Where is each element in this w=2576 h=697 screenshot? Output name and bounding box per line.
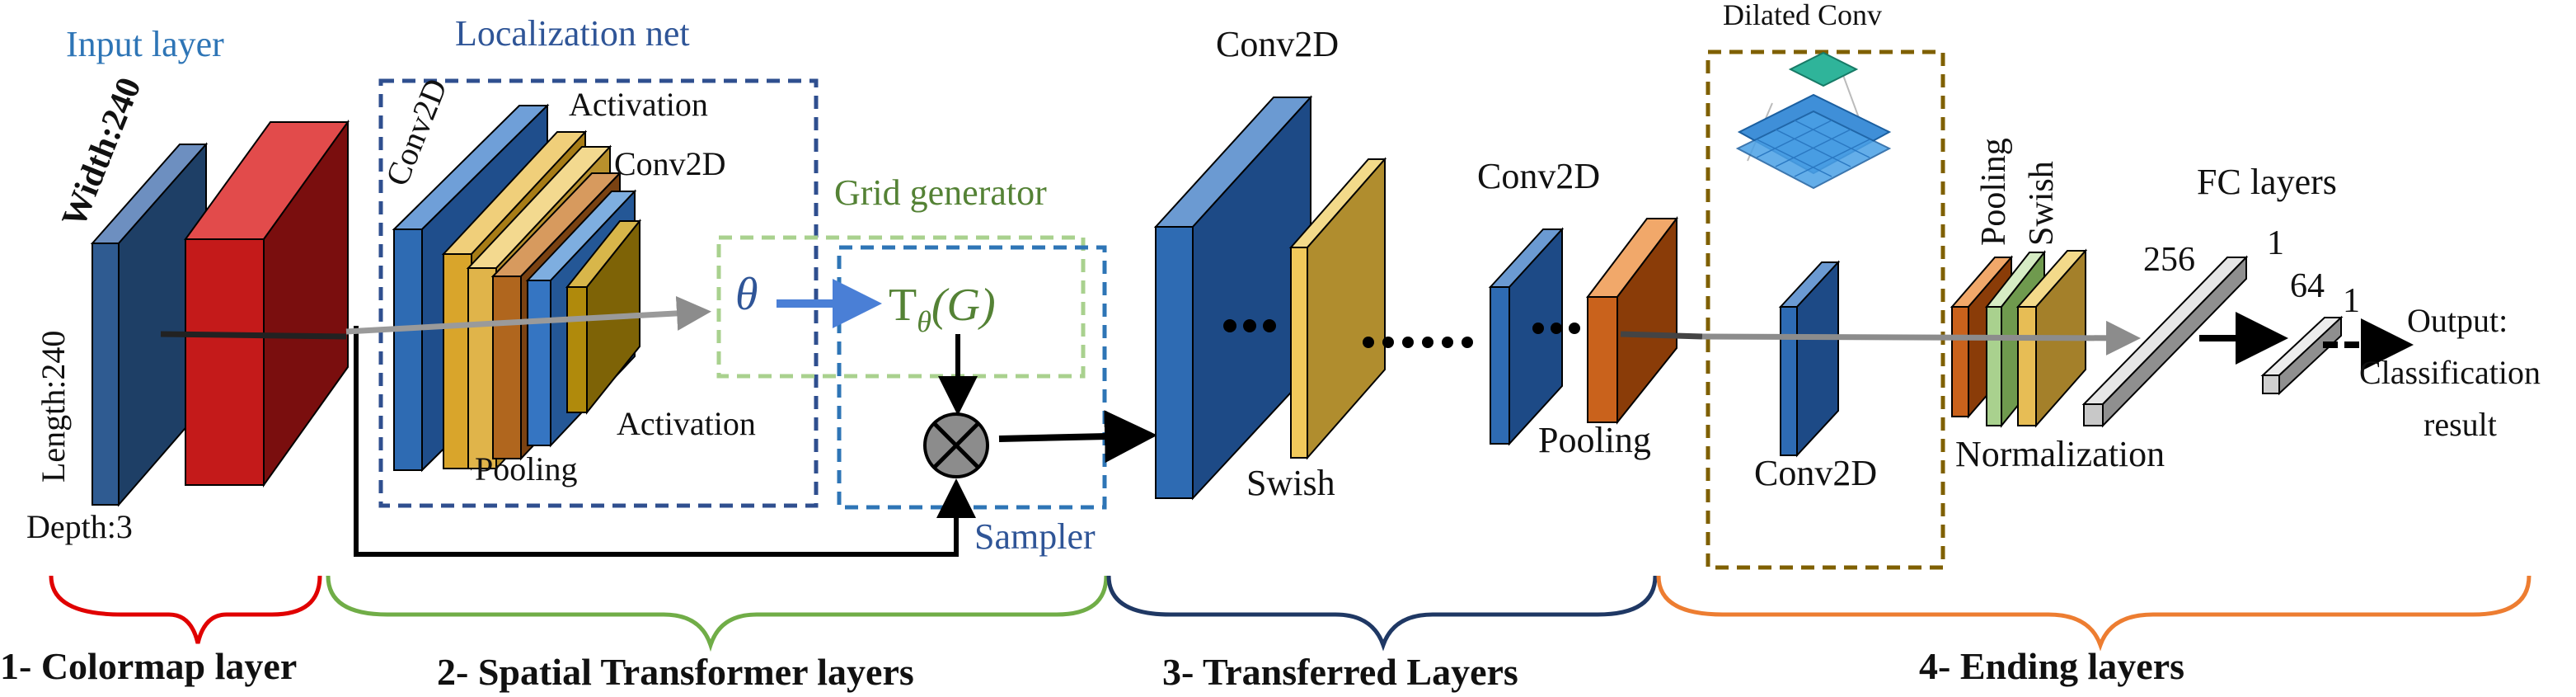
output-line-2: Classification: [2359, 354, 2541, 391]
transferred-conv2d-a-label: Conv2D: [1216, 24, 1339, 64]
stage-3-brace: [1106, 575, 1658, 652]
loc-activation-a-label: Activation: [569, 86, 708, 123]
localization-net-title: Localization net: [455, 13, 690, 54]
input-block-blue: [90, 142, 209, 507]
stage-2-label: 2- Spatial Transformer layers: [437, 651, 914, 693]
ellipsis-dots-2: [1363, 337, 1473, 348]
stage-1-label: 1- Colormap layer: [0, 645, 297, 687]
fc-1b-label: 1: [2343, 282, 2360, 320]
localization-net-box: [378, 78, 819, 508]
transferred-pooling-label: Pooling: [1538, 420, 1651, 460]
stage-2-brace: [326, 575, 1109, 652]
fc-layer-64: [2260, 315, 2344, 396]
ending-pooling-label: Pooling: [1975, 138, 2013, 246]
output-line-1: Output:: [2407, 302, 2508, 339]
sampler-output-arrow: [998, 410, 1157, 464]
loc-conv2d-b-label: Conv2D: [614, 145, 726, 182]
transform-arg: (G): [931, 280, 996, 331]
fc-1a-label: 1: [2267, 224, 2284, 262]
ending-swish-label: Swish: [2023, 161, 2061, 246]
dilated-conv-icon: [1735, 51, 1892, 190]
stage-3-label: 3- Transferred Layers: [1162, 651, 1518, 693]
ending-normalization-label: Normalization: [1955, 434, 2165, 474]
ellipsis-dots-3: [1532, 323, 1580, 334]
grid-generator-title: Grid generator: [834, 172, 1047, 213]
ending-flow-arrow: [1701, 320, 2141, 356]
ellipsis-dots-1: [1223, 319, 1276, 332]
stage-4-label: 4- Ending layers: [1919, 645, 2184, 687]
transferred-conv2d-b-label: Conv2D: [1477, 156, 1600, 196]
output-line-3: result: [2424, 406, 2497, 443]
sampler-label: Sampler: [974, 516, 1096, 557]
dilated-conv2d-block: [1778, 260, 1841, 458]
fc-layer-256: [2081, 255, 2249, 428]
loc-conv2d-a-label: Conv2D: [378, 73, 455, 191]
transferred-swish-label: Swish: [1246, 463, 1335, 503]
transferred-block-blue-2: [1488, 227, 1565, 446]
fc-256-label: 256: [2143, 241, 2195, 279]
transferred-block-blue: [1153, 95, 1313, 501]
dilated-conv2d-label: Conv2D: [1754, 453, 1877, 493]
sampler-multiply-icon: [923, 412, 989, 478]
loc-activation-b-label: Activation: [617, 405, 756, 442]
input-layer-title: Input layer: [66, 24, 224, 64]
transferred-block-gold: [1288, 157, 1387, 460]
input-to-grid-arrow: [345, 295, 711, 335]
transform-sub: θ: [917, 305, 931, 338]
transferred-block-orange: [1585, 216, 1679, 425]
fc-layers-title: FC layers: [2197, 162, 2337, 202]
dilated-conv-box: [1706, 49, 1945, 570]
theta-symbol: θ: [735, 269, 758, 320]
input-flow-line: [160, 331, 347, 340]
stage-4-brace: [1656, 575, 2531, 652]
flow-line-dark: [1620, 331, 1703, 340]
input-depth-label: Depth:3: [26, 508, 133, 545]
transform-base: T: [889, 280, 917, 331]
input-length-label: Length:240: [35, 331, 72, 483]
stage-1-brace: [49, 575, 322, 644]
dilated-conv-title: Dilated Conv: [1723, 0, 1882, 31]
grid-generator-box: [716, 235, 1086, 379]
sampler-box: [837, 245, 1107, 510]
input-block-red: [184, 119, 350, 488]
loc-pooling-label: Pooling: [475, 450, 577, 487]
fc-64-label: 64: [2290, 267, 2325, 305]
transform-label: Tθ(G): [889, 280, 996, 338]
